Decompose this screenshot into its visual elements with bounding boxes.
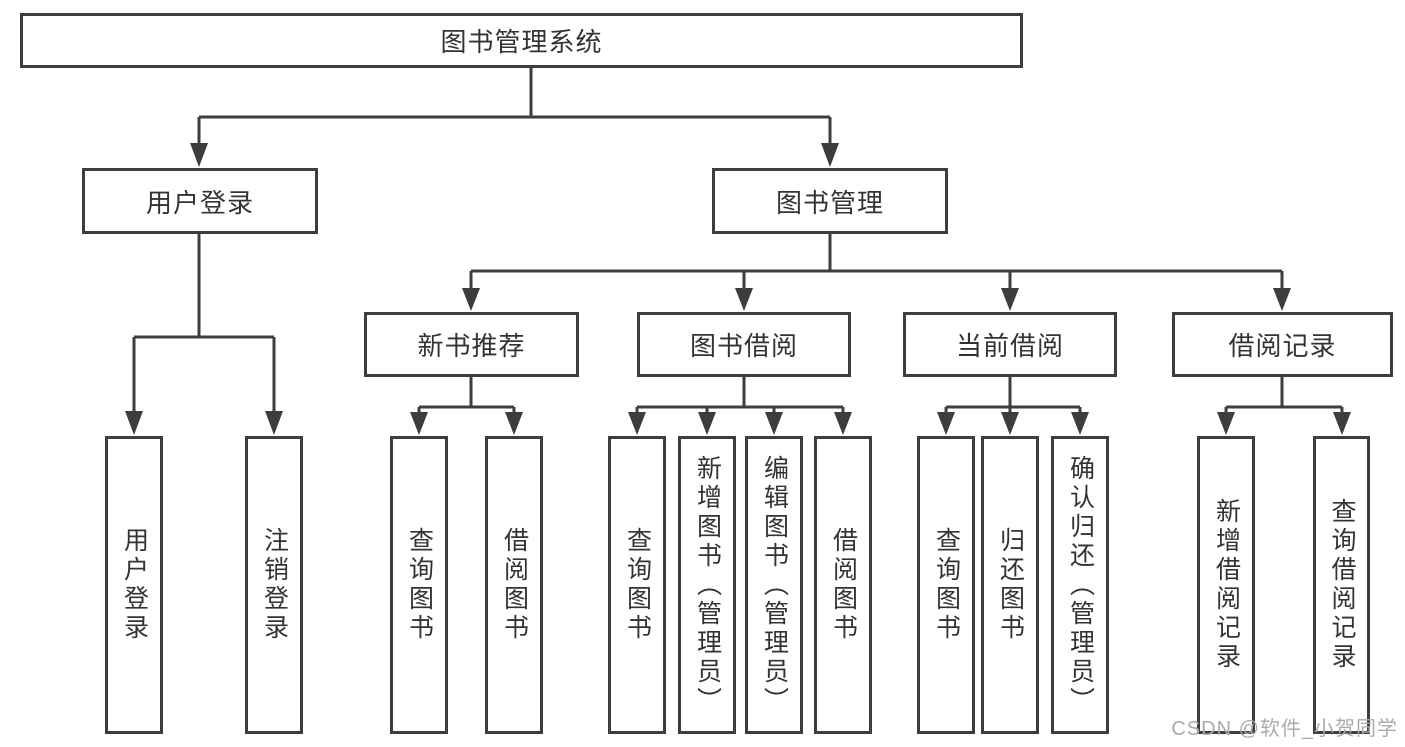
leaf-add-books-admin: 新增图书（管理员） [678,436,736,734]
leaf-borrow-books: 借阅图书 [814,436,872,734]
connector-segment [469,234,1284,290]
leaf-query-books-recommend: 查询图书 [390,436,448,734]
node-label: 当前借阅 [955,331,1064,361]
arrowhead [937,412,955,435]
connector-borrow-records-to-leaves [1217,377,1351,435]
leaf-user-login: 用户登录 [105,436,163,734]
node-label: 新增图书（管理员） [693,454,722,716]
node-label: 归还图书 [996,527,1025,643]
arrowhead [190,143,208,167]
arrowhead [765,412,783,435]
arrowhead [1001,412,1019,435]
connector-user-login-to-leaves [125,234,283,435]
node-label: 图书管理系统 [440,27,603,57]
connector-new-book-to-leaves [410,377,523,435]
node-label: 确认归还（管理员） [1066,454,1095,716]
node-label: 查询借阅记录 [1328,498,1356,672]
connector-segment [1224,377,1344,414]
arrowhead [834,412,852,435]
node-book-borrow: 图书借阅 [637,312,851,377]
leaf-query-books-current: 查询图书 [917,436,975,734]
node-label: 新增借阅记录 [1212,498,1241,672]
node-root-system: 图书管理系统 [20,13,1023,68]
node-label: 查询图书 [932,527,961,643]
node-borrow-records: 借阅记录 [1172,312,1393,377]
node-label: 用户登录 [145,187,254,218]
node-user-login: 用户登录 [82,168,318,234]
arrowhead [505,412,523,435]
node-label: 注销登录 [260,527,289,643]
arrowhead [1333,412,1351,435]
connector-segment [197,68,832,146]
node-label: 借阅图书 [500,527,529,643]
connector-book-mgmt-to-level3 [462,234,1291,311]
leaf-confirm-return-admin: 确认归还（管理员） [1051,436,1109,734]
arrowhead [125,411,143,435]
leaf-query-books-borrow: 查询图书 [608,436,666,734]
node-book-management: 图书管理 [712,168,948,234]
node-label: 用户登录 [120,527,149,643]
arrowhead [265,411,283,435]
node-label: 新书推荐 [417,331,526,361]
node-label: 图书管理 [775,187,884,218]
node-new-book-recommend: 新书推荐 [364,312,579,377]
arrowhead [735,288,753,311]
arrowhead [462,288,480,311]
node-label: 图书借阅 [689,331,798,361]
arrowhead [410,412,428,435]
leaf-borrow-books-recommend: 借阅图书 [485,436,543,734]
connector-segment [635,377,845,414]
node-label: 编辑图书（管理员） [760,454,789,716]
connector-root-to-level2 [190,68,839,167]
connector-current-borrow-to-leaves [937,377,1089,435]
leaf-return-books: 归还图书 [981,436,1039,734]
arrowhead [1001,288,1019,311]
connector-book-borrow-to-leaves [628,377,852,435]
arrowhead [698,412,716,435]
node-label: 查询图书 [623,527,652,643]
connector-segment [132,234,276,412]
arrowhead [1217,412,1235,435]
node-current-borrow: 当前借阅 [903,312,1117,377]
leaf-edit-books-admin: 编辑图书（管理员） [745,436,803,734]
node-label: 借阅记录 [1228,331,1337,361]
leaf-logout: 注销登录 [245,436,303,734]
leaf-add-borrow-record: 新增借阅记录 [1197,436,1255,734]
leaf-query-borrow-record: 查询借阅记录 [1313,436,1370,734]
node-label: 查询图书 [405,527,434,643]
watermark-text: CSDN @软件_小贺同学 [1171,718,1398,740]
arrowhead [1071,412,1089,435]
arrowhead [821,143,839,167]
arrowhead [1273,288,1291,311]
node-label: 借阅图书 [829,527,858,643]
arrowhead [628,412,646,435]
connector-segment [944,377,1082,414]
connector-segment [417,377,516,414]
